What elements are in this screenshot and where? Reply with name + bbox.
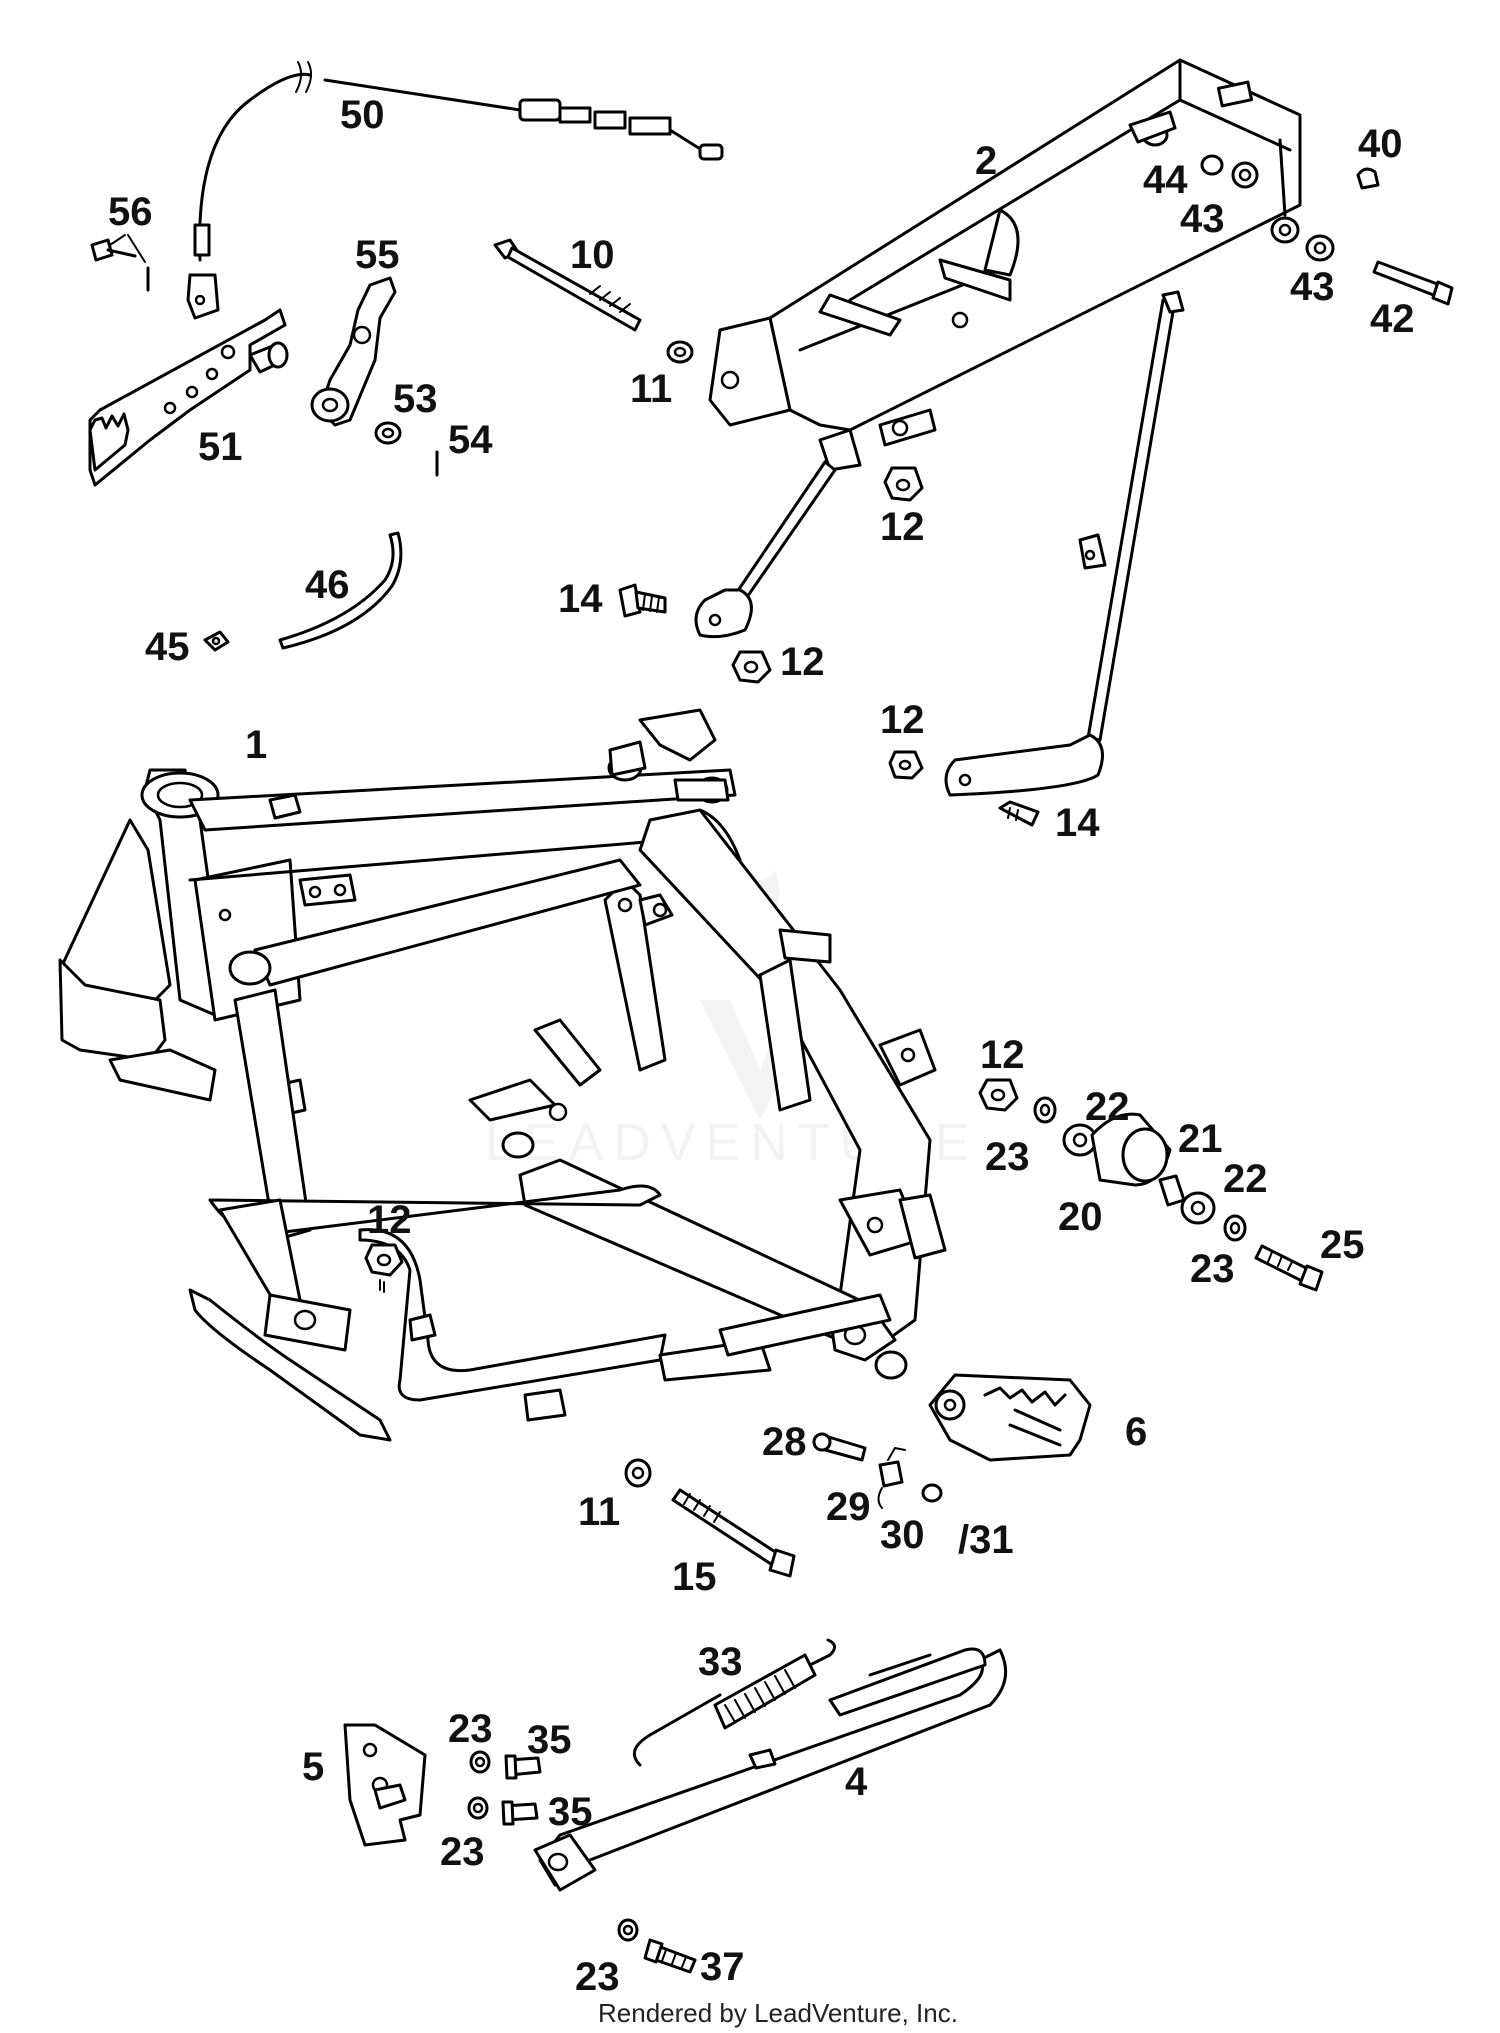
callout-12-c: 12 — [880, 698, 925, 742]
callout-40: 40 — [1358, 122, 1403, 166]
part-33-spring — [632, 1638, 836, 1767]
callout-10: 10 — [570, 233, 615, 277]
callout-43-b: 43 — [1290, 265, 1335, 309]
callout-28: 28 — [762, 1420, 807, 1464]
callout-2: 2 — [975, 139, 997, 183]
part-45-clip — [203, 630, 230, 652]
part-46-hose — [278, 531, 403, 650]
part-11-washer-top — [666, 340, 694, 364]
part-35-bolt-a — [504, 1754, 542, 1780]
callout-14-a: 14 — [558, 577, 603, 621]
callout-46: 46 — [305, 563, 350, 607]
callout-1: 1 — [245, 723, 267, 767]
part-4-side-stand — [533, 1647, 1008, 1892]
callout-labels: 50 56 55 51 53 54 10 11 2 44 43 40 43 42… — [108, 93, 1415, 1999]
part-12-nut-a — [883, 466, 924, 502]
part-23-lockwasher-c — [469, 1750, 491, 1774]
callout-43-a: 43 — [1180, 197, 1225, 241]
part-50-cable — [186, 61, 724, 320]
part-29-spring — [877, 1446, 906, 1509]
footer-credit: Rendered by LeadVenture, Inc. — [598, 1998, 958, 2028]
part-44-nut — [1200, 154, 1224, 176]
part-6-footpeg — [928, 1373, 1092, 1462]
part-23-lockwasher-e — [617, 1918, 639, 1942]
part-12-nut-e — [978, 1078, 1019, 1112]
part-53-washer — [374, 421, 402, 445]
callout-5: 5 — [302, 1745, 324, 1789]
part-23-lockwasher-d — [467, 1796, 489, 1820]
part-14-bolt-a — [618, 583, 667, 618]
callout-35-a: 35 — [527, 1718, 572, 1762]
part-30-washer — [921, 1483, 943, 1503]
callout-50: 50 — [340, 93, 385, 137]
callout-51: 51 — [198, 425, 243, 469]
part-22-bearing-a — [1062, 1123, 1098, 1157]
callout-12-b: 12 — [780, 640, 825, 684]
part-1-main-frame — [58, 708, 947, 1442]
callout-42: 42 — [1370, 297, 1415, 341]
part-12-nut-d — [364, 1243, 404, 1293]
part-5-bracket — [343, 1723, 427, 1847]
callout-23-d: 23 — [440, 1830, 485, 1874]
callout-55: 55 — [355, 233, 400, 277]
callout-44: 44 — [1143, 158, 1188, 202]
part-43-washer-a — [1270, 216, 1300, 244]
part-14-bolt-b — [998, 800, 1040, 827]
part-55-bracket — [310, 276, 397, 427]
callout-54: 54 — [448, 418, 493, 462]
callout-6: 6 — [1125, 1410, 1147, 1454]
callout-35-b: 35 — [548, 1790, 593, 1834]
part-37-bolt — [643, 1938, 697, 1974]
part-20-roller — [1090, 1112, 1172, 1187]
callout-30: 30 — [880, 1513, 925, 1557]
callout-11-top: 11 — [630, 367, 672, 411]
callout-12-a: 12 — [880, 505, 925, 549]
part-12-nut-c — [888, 750, 924, 780]
part-23-lockwasher-b — [1223, 1214, 1247, 1242]
part-35-bolt-b — [501, 1800, 539, 1826]
callout-23-b: 23 — [1190, 1247, 1235, 1291]
callout-23-e: 23 — [575, 1955, 620, 1999]
part-2-subframe — [694, 58, 1302, 797]
part-51-brake-pedal — [88, 308, 289, 487]
part-42-bolt — [1372, 260, 1454, 306]
callout-14-b: 14 — [1055, 801, 1100, 845]
callout-45: 45 — [145, 625, 190, 669]
part-43-washer-b — [1305, 234, 1335, 262]
callout-33: 33 — [698, 1640, 743, 1684]
callout-20: 20 — [1058, 1195, 1103, 1239]
callout-15: 15 — [672, 1555, 717, 1599]
part-25-bolt — [1254, 1244, 1324, 1292]
callout-53: 53 — [393, 377, 438, 421]
callout-11-bottom: 11 — [578, 1490, 620, 1534]
callout-37: 37 — [700, 1945, 745, 1989]
part-22-bearing-b — [1180, 1191, 1216, 1225]
callout-12-e: 12 — [980, 1033, 1025, 1077]
callout-12-d: 12 — [367, 1198, 412, 1242]
callout-56: 56 — [108, 190, 153, 234]
part-23-lockwasher-a — [1033, 1096, 1057, 1124]
callout-22-b: 22 — [1223, 1157, 1268, 1201]
callout-23-a: 23 — [985, 1135, 1030, 1179]
callout-25: 25 — [1320, 1223, 1365, 1267]
part-10-bolt — [493, 238, 642, 332]
part-56-bolt — [90, 234, 150, 292]
part-28-pin — [812, 1432, 867, 1462]
part-15-bolt — [671, 1488, 796, 1578]
callout-22-a: 22 — [1085, 1085, 1130, 1129]
callout-21: 21 — [1178, 1117, 1223, 1161]
part-12-nut-b — [731, 650, 772, 684]
part-40-cap — [1356, 167, 1380, 190]
callout-29: 29 — [826, 1485, 871, 1529]
callout-4: 4 — [845, 1760, 868, 1804]
part-11-washer-bottom — [624, 1458, 652, 1488]
callout-23-c: 23 — [448, 1707, 493, 1751]
part-21-sleeve — [1158, 1174, 1186, 1207]
callout-31: /31 — [958, 1518, 1014, 1562]
